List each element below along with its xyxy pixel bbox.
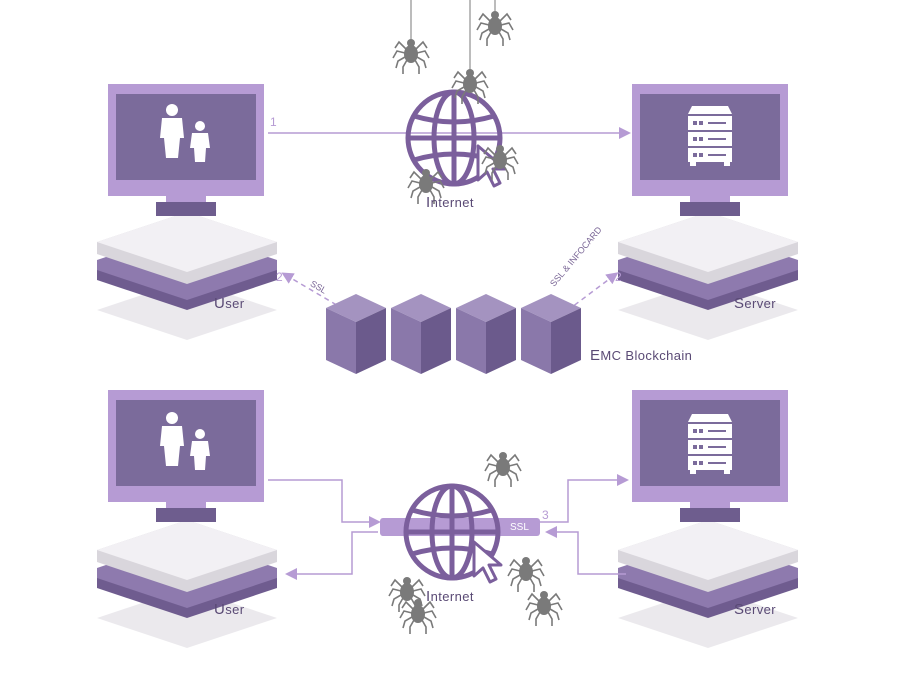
internet-label-top: Internet: [426, 194, 474, 211]
top-user-workstation: [97, 84, 277, 340]
user-label-top: User: [214, 295, 245, 312]
block-cube: [456, 294, 516, 374]
user-label-bottom: User: [214, 601, 245, 618]
server-platform: [618, 520, 798, 648]
spider-icon: [525, 590, 563, 627]
user-monitor: [108, 390, 264, 522]
block-cube: [521, 294, 581, 374]
blockchain-cubes: [326, 294, 581, 374]
bottom-connection-lines: [268, 474, 629, 580]
user-monitor: [108, 84, 264, 216]
step-number-1: 1: [270, 115, 277, 129]
spider-icon: [392, 38, 430, 75]
bottom-internet-globe: [406, 486, 503, 584]
spider-icon: [484, 451, 522, 488]
step-number-2-right: 2: [615, 270, 622, 284]
internet-label-bottom: Internet: [426, 588, 474, 605]
server-platform: [618, 212, 798, 340]
bottom-user-workstation: [97, 390, 277, 648]
step-number-2-left: 2: [276, 270, 283, 284]
spider-icon: [451, 68, 489, 105]
user-platform: [97, 520, 277, 648]
top-spiders: [392, 0, 519, 205]
user-platform: [97, 212, 277, 340]
block-cube: [391, 294, 451, 374]
blockchain-label: EMC Blockchain: [590, 347, 693, 364]
step-number-3: 3: [542, 508, 549, 522]
server-label-bottom: Server: [734, 601, 777, 618]
server-label-top: Server: [734, 295, 777, 312]
spider-icon: [507, 556, 545, 593]
ssl-label-bottom: SSL: [510, 522, 529, 533]
spider-icon: [476, 10, 514, 47]
block-cube: [326, 294, 386, 374]
